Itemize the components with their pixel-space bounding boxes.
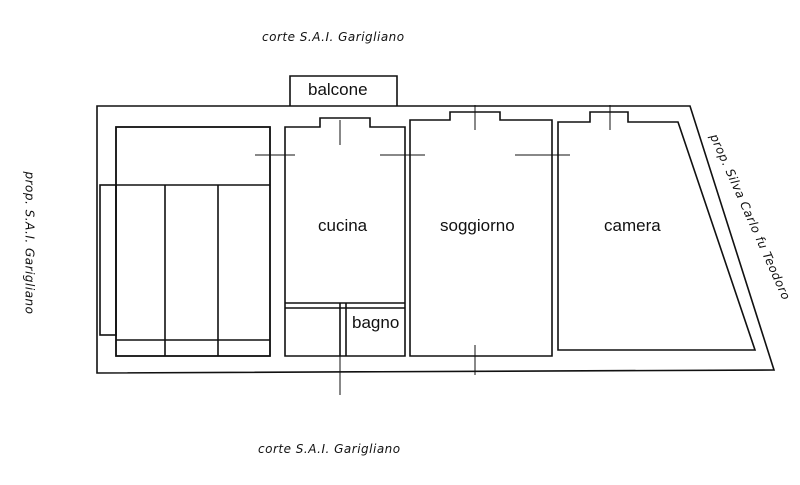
- top-courtyard-label: corte S.A.I. Garigliano: [262, 30, 405, 44]
- bathroom-label: bagno: [352, 313, 400, 332]
- balcony-label: balcone: [308, 80, 368, 99]
- bedroom-walls: [557, 111, 757, 351]
- balcony: [289, 75, 398, 106]
- kitchen-label: cucina: [318, 216, 368, 235]
- kitchen-walls: [284, 117, 406, 357]
- inner-wall: [115, 126, 271, 357]
- bottom-courtyard-label: corte S.A.I. Garigliano: [258, 442, 401, 456]
- living-walls: [409, 111, 553, 357]
- bedroom-label: camera: [604, 216, 661, 235]
- left-property-label: prop. S.A.I. Garigliano: [22, 171, 37, 315]
- left-room: [99, 126, 271, 357]
- outer-wall: [96, 105, 776, 374]
- living-room-label: soggiorno: [440, 216, 515, 235]
